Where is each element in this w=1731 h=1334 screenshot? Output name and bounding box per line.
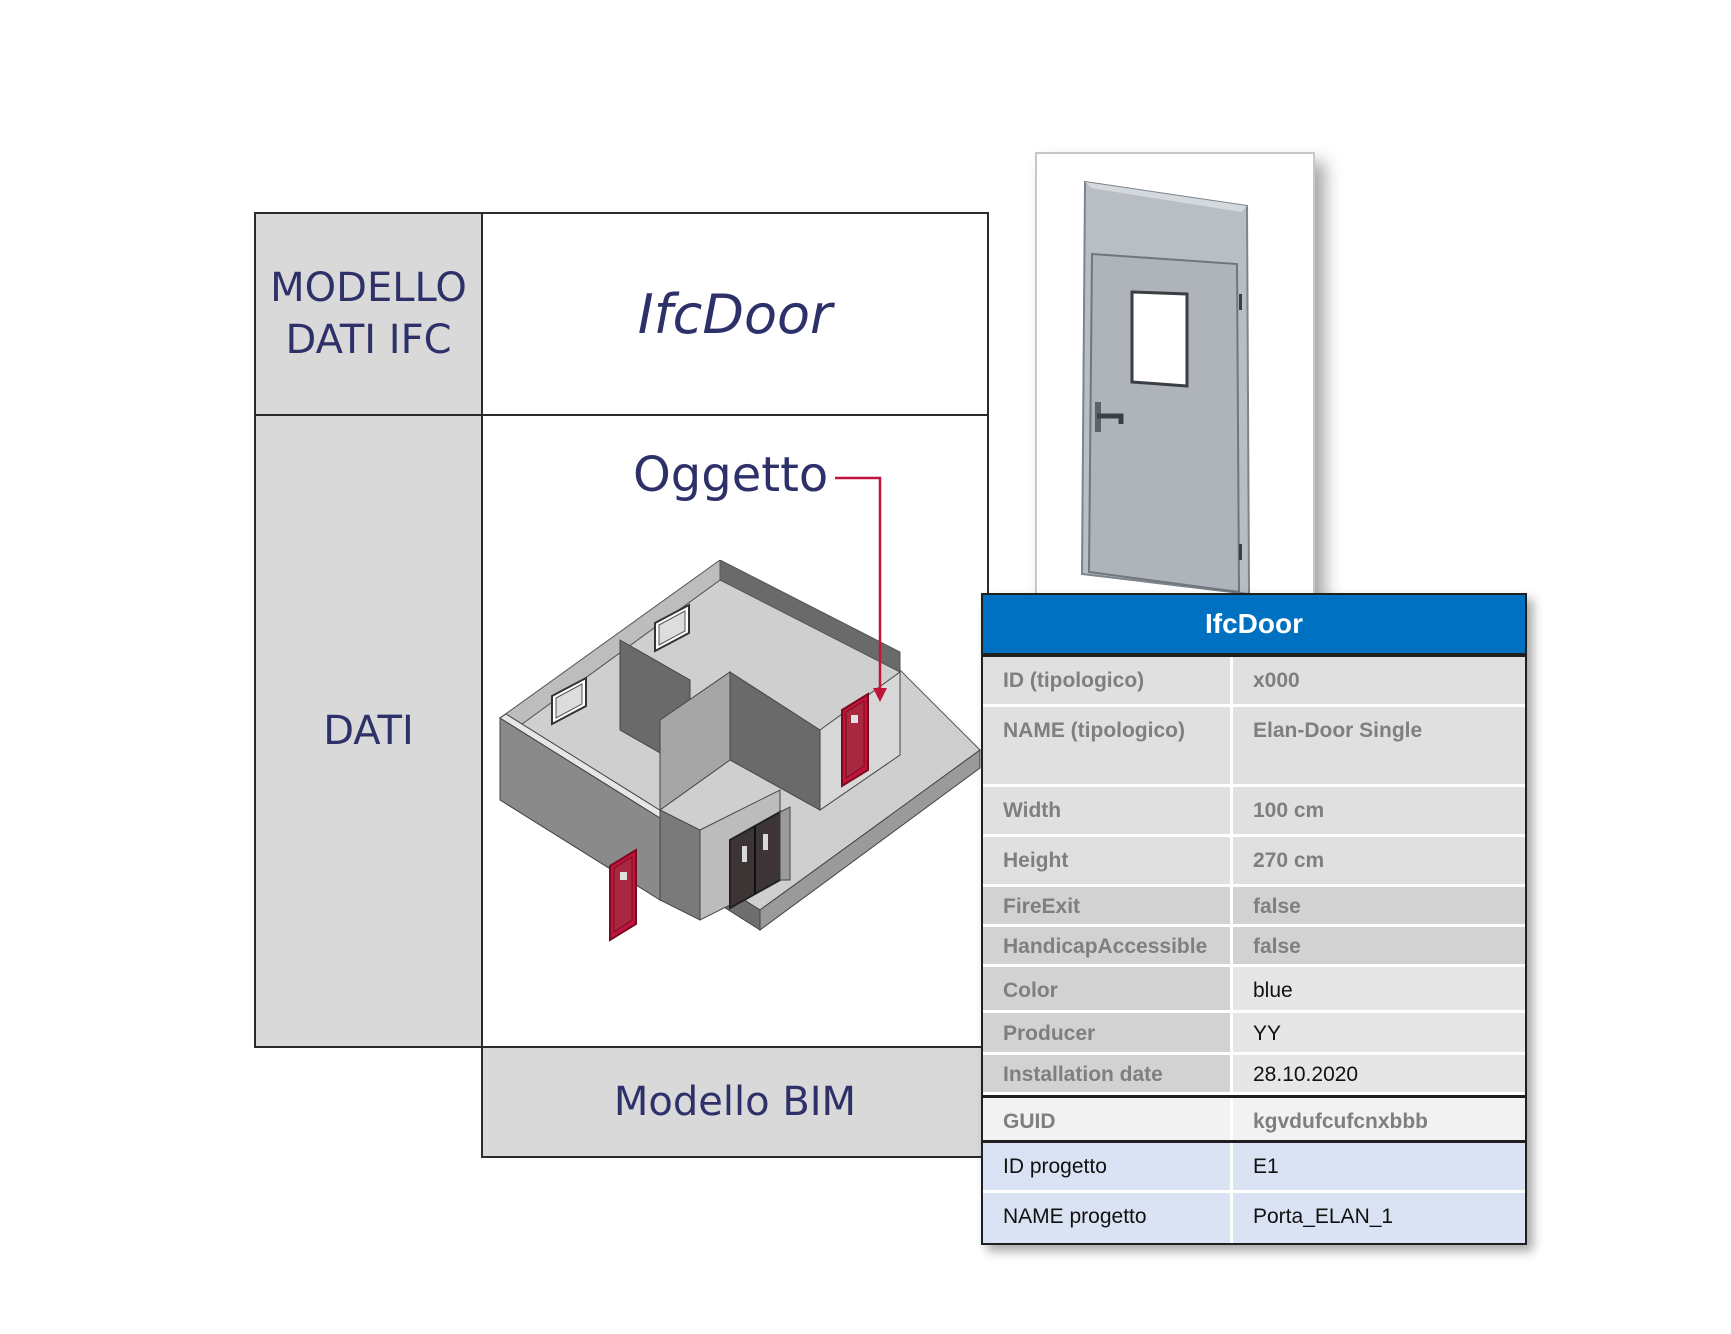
row-key: Height bbox=[983, 837, 1233, 884]
table-row: FireExit false bbox=[983, 887, 1525, 927]
table-row: Installation date 28.10.2020 bbox=[983, 1055, 1525, 1095]
table-row: ID (tipologico) x000 bbox=[983, 657, 1525, 707]
red-door-lower bbox=[609, 848, 637, 942]
door-icon bbox=[1080, 180, 1251, 596]
table-row: Producer YY bbox=[983, 1013, 1525, 1055]
ifcdoor-class-text: IfcDoor bbox=[637, 282, 833, 346]
table-header: IfcDoor bbox=[983, 595, 1525, 657]
door-image-card bbox=[1035, 152, 1315, 598]
row-value: YY bbox=[1233, 1013, 1525, 1052]
row-value: blue bbox=[1233, 967, 1525, 1010]
row-value: x000 bbox=[1233, 657, 1525, 704]
door-hinge-bottom bbox=[1239, 544, 1242, 560]
row-value: false bbox=[1233, 927, 1525, 964]
row-value: kgvdufcufcnxbbb bbox=[1233, 1098, 1525, 1140]
front-right-wall bbox=[779, 806, 791, 881]
row-key: ID progetto bbox=[983, 1143, 1233, 1190]
bim-model-text: Modello BIM bbox=[613, 1079, 857, 1125]
table-row: Color blue bbox=[983, 967, 1525, 1013]
bim-model-cell: Modello BIM bbox=[481, 1046, 989, 1158]
row-value: 270 cm bbox=[1233, 837, 1525, 884]
table-row: Height 270 cm bbox=[983, 837, 1525, 887]
row-key: Color bbox=[983, 967, 1233, 1010]
table-row: NAME progetto Porta_ELAN_1 bbox=[983, 1193, 1525, 1243]
door-leaf bbox=[1087, 252, 1241, 594]
row-key: NAME (tipologico) bbox=[983, 707, 1233, 784]
row-value: 28.10.2020 bbox=[1233, 1055, 1525, 1092]
object-title: Oggetto bbox=[633, 447, 829, 503]
row-key: ID (tipologico) bbox=[983, 657, 1233, 704]
door-window bbox=[1130, 290, 1189, 388]
door-frame-top bbox=[1085, 182, 1247, 212]
door-handle bbox=[1097, 413, 1124, 424]
row-value: 100 cm bbox=[1233, 787, 1525, 834]
floor-slab-front-right bbox=[759, 749, 981, 931]
row-key: HandicapAccessible bbox=[983, 927, 1233, 964]
red-door-upper bbox=[841, 692, 869, 788]
row-value: E1 bbox=[1233, 1143, 1525, 1190]
back-wall-right bbox=[719, 560, 901, 673]
ifcdoor-properties-table: IfcDoor ID (tipologico) x000 NAME (tipol… bbox=[981, 593, 1527, 1245]
table-row: NAME (tipologico) Elan-Door Single bbox=[983, 707, 1525, 787]
window-middle bbox=[654, 603, 690, 653]
pointer-arrowhead bbox=[873, 688, 887, 702]
table-row: HandicapAccessible false bbox=[983, 927, 1525, 967]
row-key: Producer bbox=[983, 1013, 1233, 1052]
row-key: GUID bbox=[983, 1098, 1233, 1140]
row-value: Elan-Door Single bbox=[1233, 707, 1525, 784]
row-key: Width bbox=[983, 787, 1233, 834]
door-hinge-top bbox=[1239, 294, 1242, 310]
row-key: Installation date bbox=[983, 1055, 1233, 1092]
row-value: false bbox=[1233, 887, 1525, 924]
row-key: FireExit bbox=[983, 887, 1233, 924]
table-row: Width 100 cm bbox=[983, 787, 1525, 837]
window-left bbox=[551, 676, 587, 726]
data-label-text: DATI bbox=[323, 708, 414, 754]
ifc-data-model-label: MODELLO DATI IFC bbox=[254, 212, 483, 416]
row-key: NAME progetto bbox=[983, 1193, 1233, 1243]
isometric-building-illustration bbox=[499, 560, 981, 942]
table-row: GUID kgvdufcufcnxbbb bbox=[983, 1095, 1525, 1143]
pointer-line bbox=[835, 476, 882, 690]
row-value: Porta_ELAN_1 bbox=[1233, 1193, 1525, 1243]
table-row: ID progetto E1 bbox=[983, 1143, 1525, 1193]
ifc-data-model-text: MODELLO DATI IFC bbox=[270, 265, 467, 363]
data-label: DATI bbox=[254, 414, 483, 1048]
